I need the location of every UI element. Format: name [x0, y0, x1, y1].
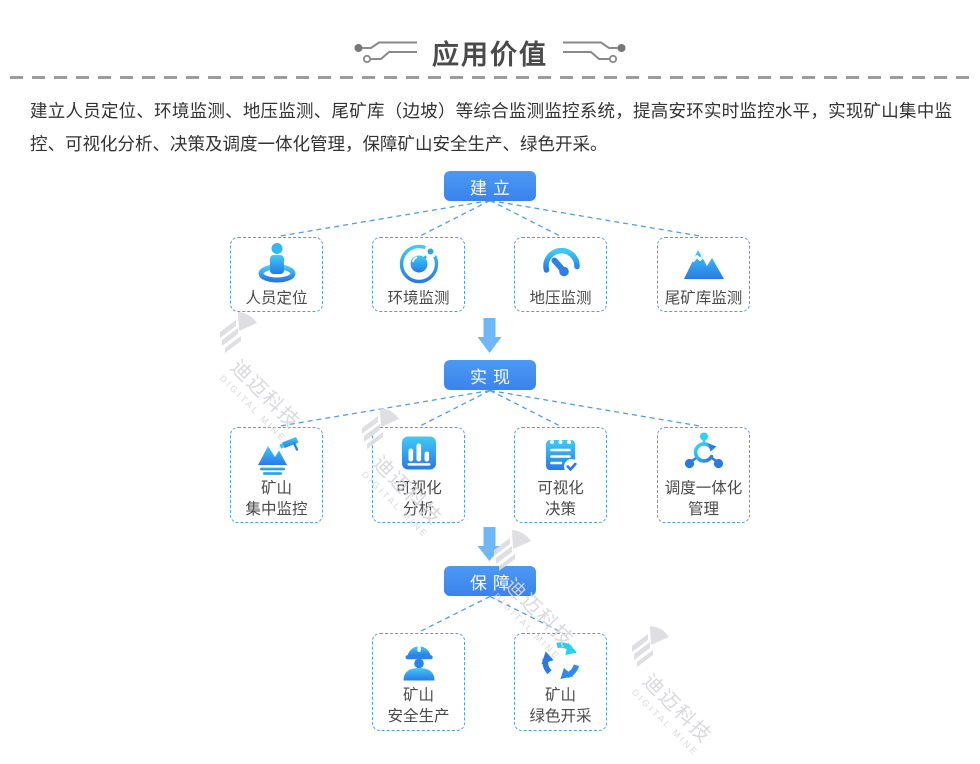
watermark-cn: 迪迈科技	[226, 356, 304, 435]
digital-mine-logo-icon	[632, 626, 669, 667]
circuit-decoration-left-icon	[354, 41, 417, 63]
digital-mine-logo-icon	[220, 312, 257, 353]
mine-safety-icon	[403, 645, 434, 681]
node-label: 调度一体化 管理	[664, 480, 743, 518]
node-personnel-positioning: 人员定位	[230, 237, 323, 312]
visual-analysis-icon	[401, 436, 436, 470]
node-label: 可视化 决策	[537, 480, 584, 518]
mine-central-monitoring-icon	[257, 437, 298, 475]
node-label: 矿山 安全生产	[387, 687, 450, 725]
node-green-mining: 矿山 绿色开采	[514, 633, 607, 731]
node-label: 地压监测	[529, 290, 592, 307]
node-dispatch-integration: 调度一体化 管理	[657, 427, 750, 523]
tailings-pond-icon	[683, 250, 724, 279]
stage-guarantee: 保障	[444, 566, 536, 596]
dashed-divider	[10, 76, 970, 79]
node-mine-safety-production: 矿山 安全生产	[372, 633, 465, 731]
node-mine-central-monitoring: 矿山 集中监控	[230, 427, 323, 523]
stage-establish: 建立	[444, 171, 536, 201]
environment-monitoring-icon	[399, 244, 438, 284]
circuit-decoration-right-icon	[563, 41, 626, 63]
person-location-icon	[258, 243, 295, 283]
node-environment-monitoring: 环境监测	[372, 237, 465, 312]
stage-realize: 实现	[444, 360, 536, 390]
node-label: 人员定位	[245, 290, 308, 307]
green-mining-icon	[540, 642, 579, 680]
dispatch-integration-icon	[684, 432, 723, 469]
node-label: 尾矿库监测	[664, 290, 743, 307]
node-visual-analysis: 可视化 分析	[372, 427, 465, 523]
page-header: 应用价值	[0, 33, 980, 72]
node-tailings-pond-monitoring: 尾矿库监测	[657, 237, 750, 312]
intro-text: 建立人员定位、环境监测、地压监测、尾矿库（边坡）等综合监测监控系统，提高安环实时…	[30, 101, 952, 154]
node-label: 矿山 绿色开采	[529, 687, 592, 725]
node-label: 矿山 集中监控	[245, 480, 308, 518]
node-label: 环境监测	[387, 290, 450, 307]
page-title: 应用价值	[432, 40, 548, 70]
ground-pressure-icon	[542, 247, 580, 277]
watermark-cn: 迪迈科技	[638, 670, 716, 749]
node-visual-decision: 可视化 决策	[514, 427, 607, 523]
node-ground-pressure-monitoring: 地压监测	[514, 237, 607, 312]
down-arrow-icon	[477, 318, 502, 561]
watermark-en: DIGITAL MINE	[629, 687, 701, 759]
node-label: 可视化 分析	[395, 480, 442, 518]
visual-decision-icon	[545, 433, 579, 474]
